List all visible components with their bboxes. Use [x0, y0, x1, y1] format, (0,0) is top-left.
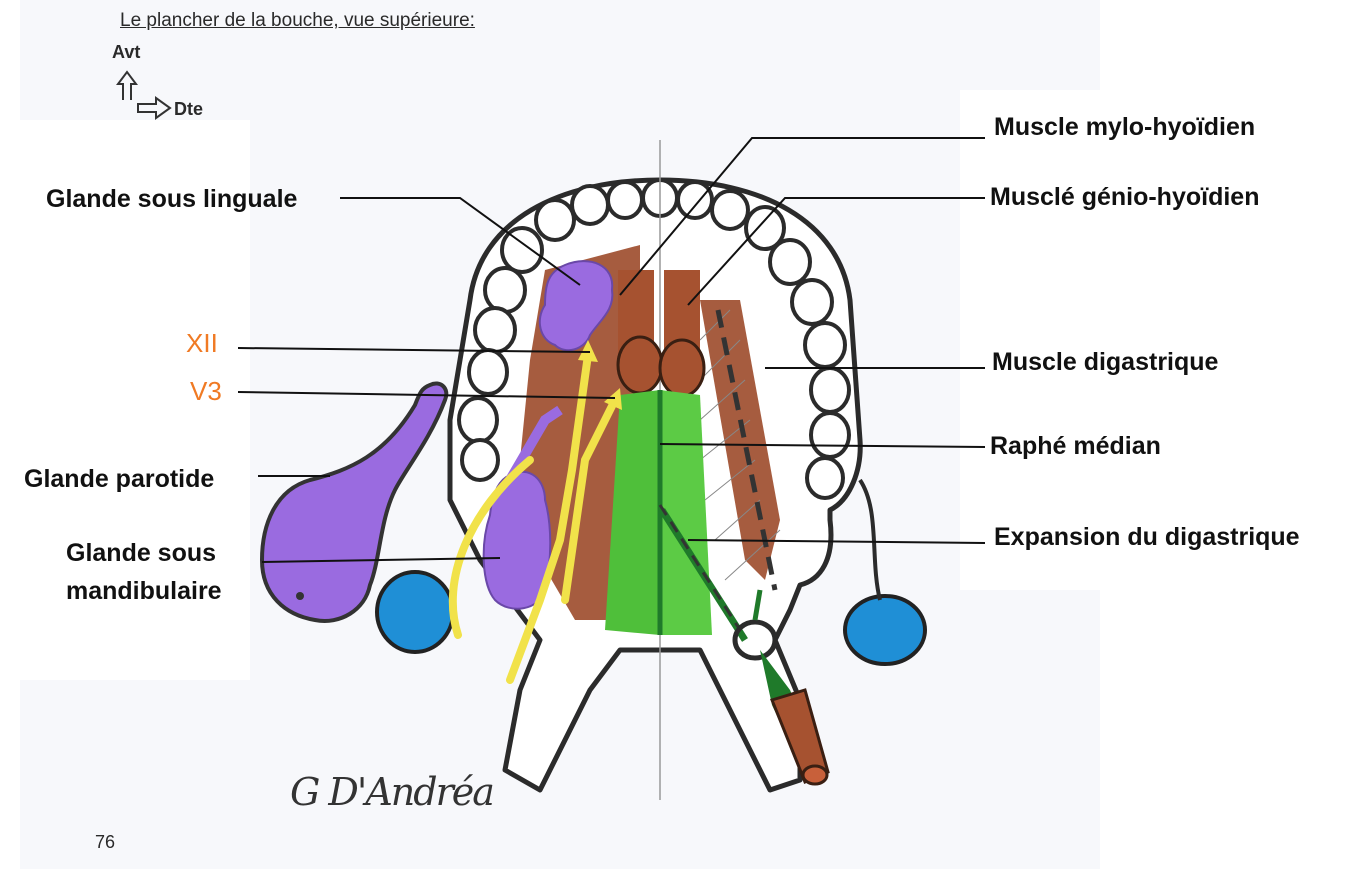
glande-sous-linguale-shape	[538, 260, 614, 352]
digastric-dashed	[715, 309, 778, 591]
label-glande-sous-mandibulaire-line1: Glande sous	[66, 539, 217, 567]
label-glande-sous-mandibulaire-line2: mandibulaire	[66, 577, 222, 605]
label-muscle-mylo-hyoidien: Muscle mylo-hyoïdien	[994, 113, 1256, 141]
label-expansion-digastrique: Expansion du digastrique	[994, 523, 1300, 551]
leader-lines	[237, 137, 986, 563]
digastric-posterior-belly	[732, 589, 830, 786]
label-raphe-median: Raphé médian	[990, 432, 1161, 460]
orientation-front-label: Avt	[112, 42, 141, 62]
label-glande-parotide: Glande parotide	[24, 465, 215, 493]
orientation-arrows-icon	[116, 70, 172, 120]
duct-right	[858, 478, 882, 601]
page-title: Le plancher de la bouche, vue supérieure…	[120, 10, 475, 31]
nerves	[448, 351, 619, 684]
label-v3: V3	[190, 376, 222, 406]
signature: G D'Andréa	[290, 770, 495, 814]
genio-glosse-green	[605, 390, 748, 642]
glande-sous-mandibulaire-shape	[482, 405, 563, 610]
blue-gland-left	[375, 570, 455, 654]
label-muscle-digastrique: Muscle digastrique	[992, 348, 1219, 376]
page-number: 76	[95, 832, 116, 852]
label-xii: XII	[186, 328, 218, 358]
label-backdrop-left	[0, 120, 250, 680]
blue-gland-right	[843, 594, 927, 666]
orientation-right-label: Dte	[174, 99, 204, 119]
teeth-left	[457, 180, 644, 482]
muscle-genio-hyoidien	[616, 270, 706, 398]
label-backdrop-right	[960, 90, 1345, 590]
label-muscle-genio-hyoidien: Musclé génio-hyoïdien	[990, 183, 1260, 211]
label-glande-sous-linguale: Glande sous linguale	[46, 185, 298, 213]
